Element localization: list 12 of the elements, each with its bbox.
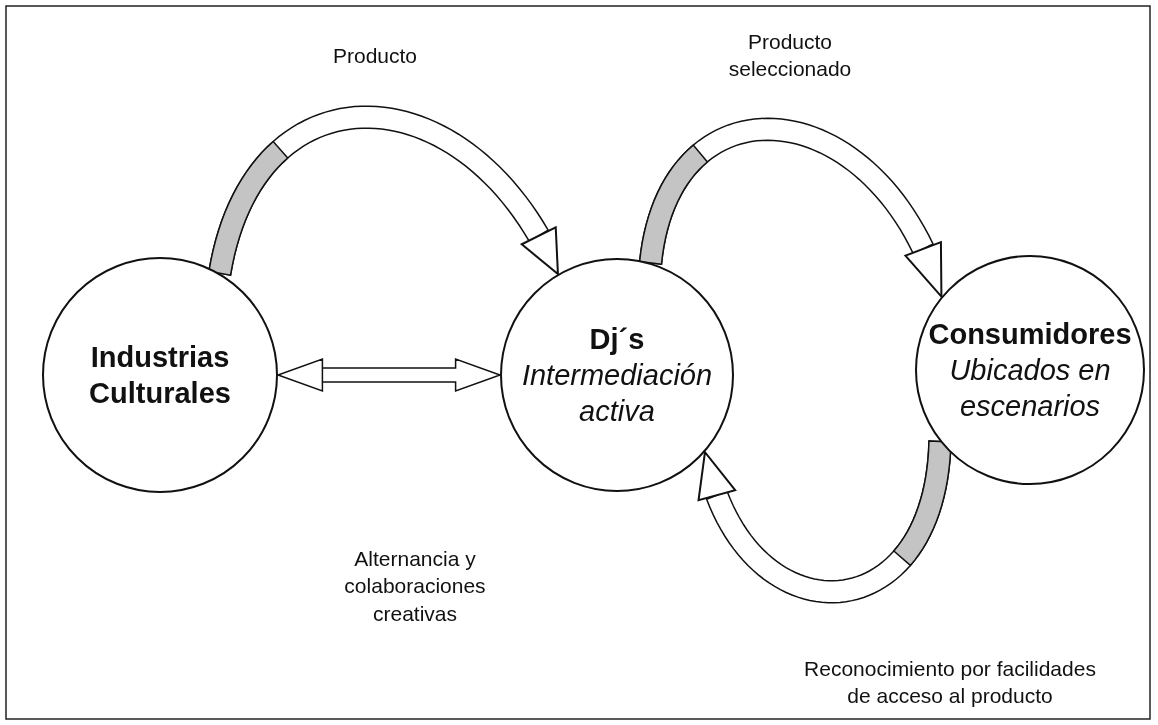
label-text: Alternancia y colaboraciones creativas [343,546,487,627]
node-subtitle: Ubicados en escenarios [948,352,1112,425]
label-text: Reconocimiento por facilidades de acceso al producto [803,656,1097,710]
label-text: Producto seleccionado [727,29,853,83]
node-title: Consumidores [928,316,1132,352]
node-title: Industrias Culturales [88,339,232,411]
label-text: Producto [331,43,419,69]
block-arrow [275,357,503,393]
node-title: Dj´s [589,321,645,357]
node-subtitle: Intermediación activa [520,357,714,430]
block-arrow [208,105,560,277]
block-arrow [697,440,952,604]
